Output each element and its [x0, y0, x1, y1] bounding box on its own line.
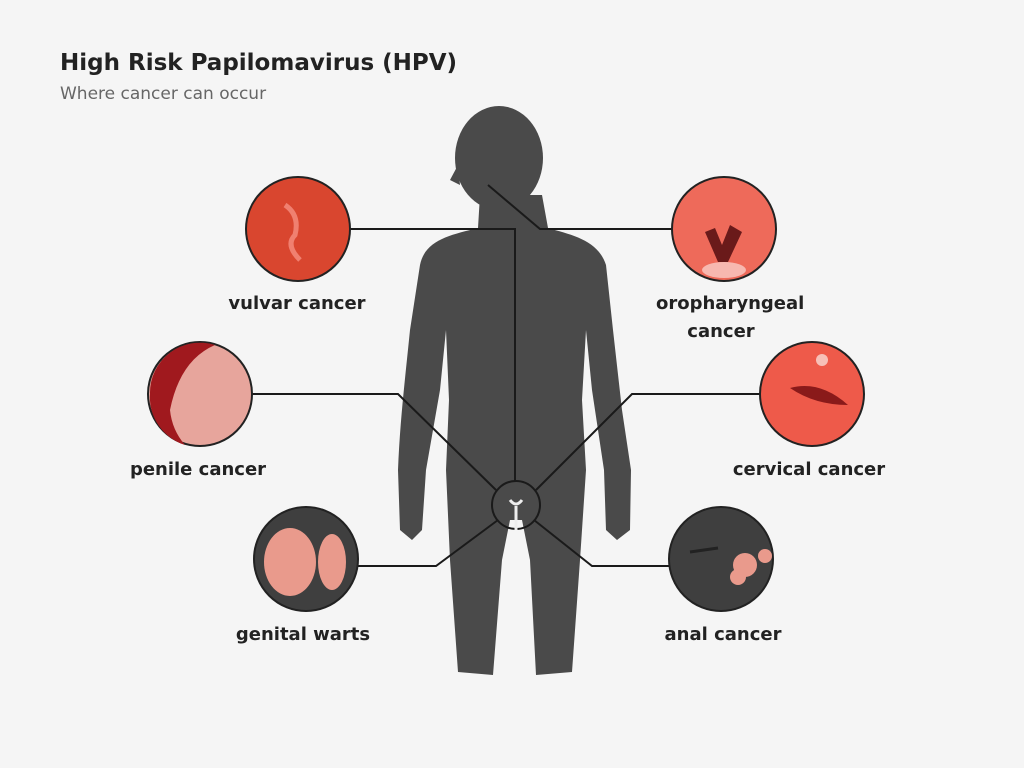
label-penile-cancer: penile cancer — [129, 459, 267, 480]
circle-anal — [668, 506, 774, 612]
circle-cervical — [759, 341, 865, 447]
circle-vulvar — [245, 176, 351, 282]
label-cervical-cancer: cervical cancer — [732, 459, 886, 480]
label-anal-cancer: anal cancer — [664, 624, 782, 645]
page-subtitle: Where cancer can occur — [60, 84, 267, 104]
groin-mark — [508, 499, 524, 530]
page-title: High Risk Papilomavirus (HPV) — [60, 50, 458, 76]
circle-penile — [147, 341, 253, 447]
label-oropharyngeal-text: oropharyngeal cancer — [656, 293, 805, 342]
label-genital-warts: genital warts — [235, 624, 371, 645]
label-vulvar-cancer: vulvar cancer — [228, 293, 366, 314]
circle-oropharyngeal — [671, 176, 777, 282]
circle-genital-warts — [253, 506, 359, 612]
connector-lines — [252, 184, 760, 567]
label-oropharyngeal-cancer: oropharyngeal cancer — [601, 290, 841, 346]
